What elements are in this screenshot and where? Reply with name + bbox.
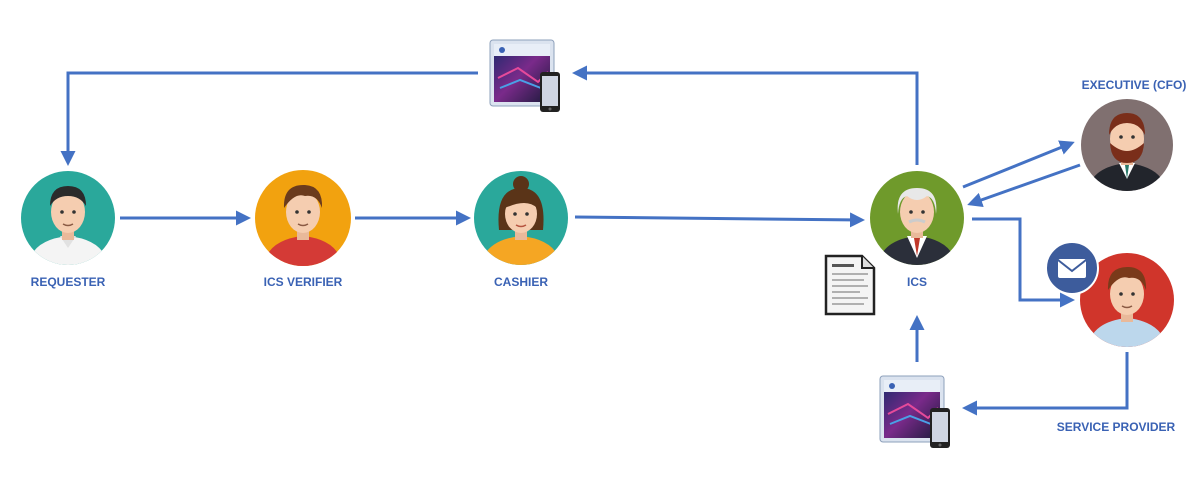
arrow-ics-to-executive [962, 140, 1075, 189]
cashier-avatar [474, 171, 568, 265]
document-icon [824, 254, 876, 316]
requester-avatar [21, 171, 115, 265]
arrow-executive-to-ics [967, 163, 1081, 208]
envelope-icon [1045, 241, 1099, 295]
ics-verifier-label: ICS VERIFIER [264, 275, 343, 289]
cashier-label: CASHIER [494, 275, 548, 289]
arrow-system-to-requester [60, 71, 478, 166]
laptop-phone-icon [489, 39, 560, 112]
executive-label: EXECUTIVE (CFO) [1082, 78, 1187, 92]
arrow-ics-to-system [572, 65, 919, 165]
ics-label: ICS [907, 275, 927, 289]
ics-verifier-avatar [255, 170, 351, 266]
arrow-cashier-to-ics [574, 212, 865, 228]
ics-avatar [870, 171, 964, 265]
requester-label: REQUESTER [31, 275, 106, 289]
arrows [60, 65, 1129, 416]
arrow-ics-to-service-provider [972, 217, 1075, 308]
service-provider-label: SERVICE PROVIDER [1057, 420, 1176, 434]
executive-avatar [1081, 99, 1173, 191]
arrow-service-provider-to-system [962, 352, 1129, 416]
laptop-phone-icon [879, 375, 950, 448]
